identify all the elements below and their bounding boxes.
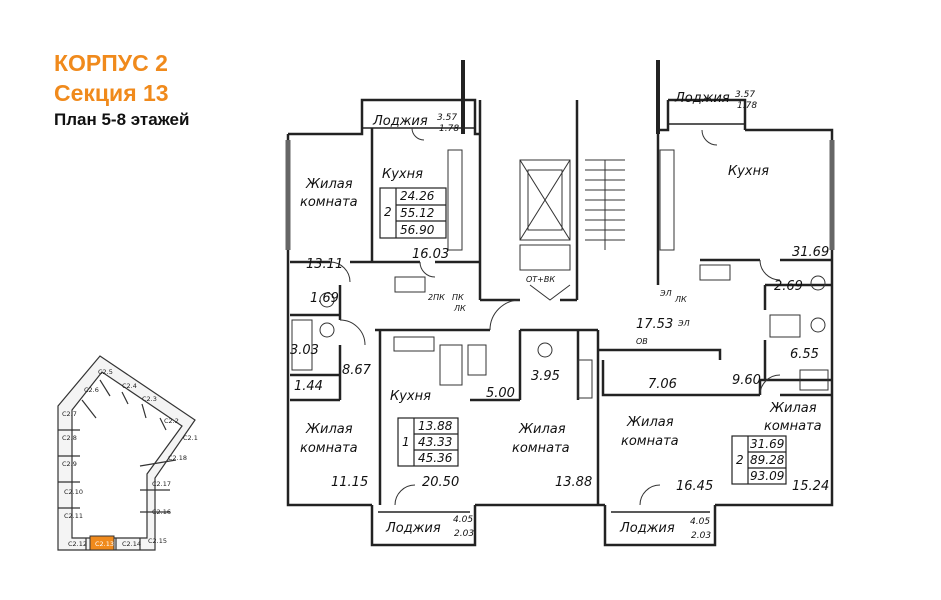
room-area: 6.55	[790, 347, 819, 362]
living-room-label: комната	[621, 434, 679, 449]
apartment-area-with-loggia: 93.09	[750, 469, 784, 483]
room-area: 1.69	[310, 291, 339, 306]
apartment-living-area: 13.88	[418, 419, 453, 433]
loggia-area: 4.05	[453, 515, 473, 525]
keyplan-label: С2.12	[68, 540, 87, 548]
floors-subtitle: План 5-8 этажей	[54, 110, 190, 129]
section-title: Секция 13	[54, 80, 169, 106]
keyplan-label: С2.5	[98, 368, 113, 376]
kitchen-label: Кухня	[382, 167, 423, 182]
apartment-area-with-loggia: 56.90	[400, 223, 435, 237]
loggia-area: 3.57	[735, 90, 755, 100]
room-area: 16.45	[676, 479, 713, 494]
loggia-area: 2.03	[454, 529, 474, 539]
plan-walls	[285, 60, 835, 547]
room-area: 3.03	[290, 343, 319, 358]
apartment-total-area: 43.33	[418, 435, 452, 449]
loggia-area: 1.78	[737, 101, 757, 111]
ov-label: ОВ	[636, 337, 648, 346]
keyplan-label: С2.14	[122, 540, 141, 548]
apartment-rooms: 2	[736, 453, 744, 467]
living-room-label: комната	[300, 441, 358, 456]
keyplan-label: С2.6	[84, 386, 99, 394]
room-area: 31.69	[792, 245, 829, 260]
kitchen-label: Кухня	[728, 164, 769, 179]
living-room-label: комната	[764, 419, 822, 434]
apartment-box-text: 2 24.26 55.12 56.90 1 13.88 43.33 45.36 …	[384, 189, 785, 483]
room-area: 1.44	[294, 379, 323, 394]
fixtures	[291, 149, 829, 399]
apartment-area-with-loggia: 45.36	[418, 451, 453, 465]
apartment-total-area: 89.28	[750, 453, 785, 467]
living-room-label: комната	[300, 195, 358, 210]
stairs	[519, 159, 625, 301]
loggia-area: 2.03	[691, 531, 711, 541]
building-title: КОРПУС 2	[54, 50, 168, 76]
apartment-living-area: 31.69	[750, 437, 784, 451]
doors	[329, 127, 781, 506]
room-area: 20.50	[422, 475, 459, 490]
keyplan-label: С2.13	[95, 540, 114, 548]
loggia-area: 4.05	[690, 517, 710, 527]
keyplan-label: С2.11	[64, 512, 83, 520]
living-room-label: Жилая	[305, 177, 353, 192]
plan-header: КОРПУС 2 Секция 13 План 5-8 этажей	[54, 48, 189, 132]
room-area: 5.00	[486, 386, 515, 401]
keyplan-label: С2.4	[122, 382, 137, 390]
apartment-total-area: 55.12	[400, 206, 434, 220]
keyplan-label: С2.9	[62, 460, 77, 468]
loggia-label: Лоджия	[385, 521, 441, 536]
keyplan-label: С2.8	[62, 434, 77, 442]
loggia-label: Лоджия	[619, 521, 675, 536]
lk-label: ЛК	[674, 295, 687, 304]
keyplan-label: С2.16	[152, 508, 171, 516]
keyplan-labels: С2.5 С2.6 С2.4 С2.3 С2.7 С2.8 С2.2 С2.1 …	[62, 368, 198, 548]
room-area: 15.24	[792, 479, 829, 494]
room-area: 13.88	[555, 475, 592, 490]
keyplan-label: С2.7	[62, 410, 77, 418]
apartment-rooms: 2	[384, 205, 392, 219]
living-room-label: Жилая	[518, 422, 566, 437]
loggia-label: Лоджия	[674, 91, 730, 106]
room-area: 3.95	[531, 369, 560, 384]
ot-vk-label: ОТ+ВК	[526, 275, 555, 284]
keyplan-highlight[interactable]	[89, 535, 115, 551]
kitchen-label: Кухня	[390, 389, 431, 404]
living-room-label: комната	[512, 441, 570, 456]
el-label: ЭЛ	[659, 289, 672, 298]
room-area: 13.11	[306, 257, 343, 272]
keyplan-label: С2.17	[152, 480, 171, 488]
el-label: ЭЛ	[677, 319, 690, 328]
room-area: 9.60	[732, 373, 761, 388]
keyplan-label: С2.3	[142, 395, 157, 403]
keyplan-label: С2.2	[164, 417, 179, 425]
living-room-label: Жилая	[305, 422, 353, 437]
apartment-living-area: 24.26	[400, 189, 435, 203]
lk-label: ЛК	[453, 304, 466, 313]
keyplan-label: С2.10	[64, 488, 83, 496]
keyplan-label: С2.1	[183, 434, 198, 442]
loggia-area: 3.57	[437, 113, 457, 123]
room-area: 2.69	[774, 279, 803, 294]
living-room-label: Жилая	[769, 401, 817, 416]
pk-label: 2ПК	[428, 293, 445, 302]
room-labels: Лоджия 3.57 1.78 Лоджия 3.57 1.78 Кухня …	[290, 90, 829, 541]
living-room-label: Жилая	[626, 415, 674, 430]
room-area: 11.15	[331, 475, 368, 490]
room-area: 7.06	[648, 377, 677, 392]
pk-label: ПК	[452, 293, 464, 302]
keyplan-label: С2.18	[168, 454, 187, 462]
keyplan-label: С2.15	[148, 537, 167, 545]
room-area: 8.67	[342, 363, 372, 378]
room-area: 17.53	[636, 317, 673, 332]
apartment-boxes	[379, 187, 787, 485]
key-plan	[57, 355, 196, 551]
tech-labels: ОТ+ВК 2ПК ПК ЛК ЭЛ ЛК ЭЛ ОВ	[428, 275, 690, 346]
room-area: 16.03	[412, 247, 449, 262]
loggia-label: Лоджия	[372, 114, 428, 129]
loggia-area: 1.78	[439, 124, 459, 134]
apartment-rooms: 1	[402, 435, 410, 449]
